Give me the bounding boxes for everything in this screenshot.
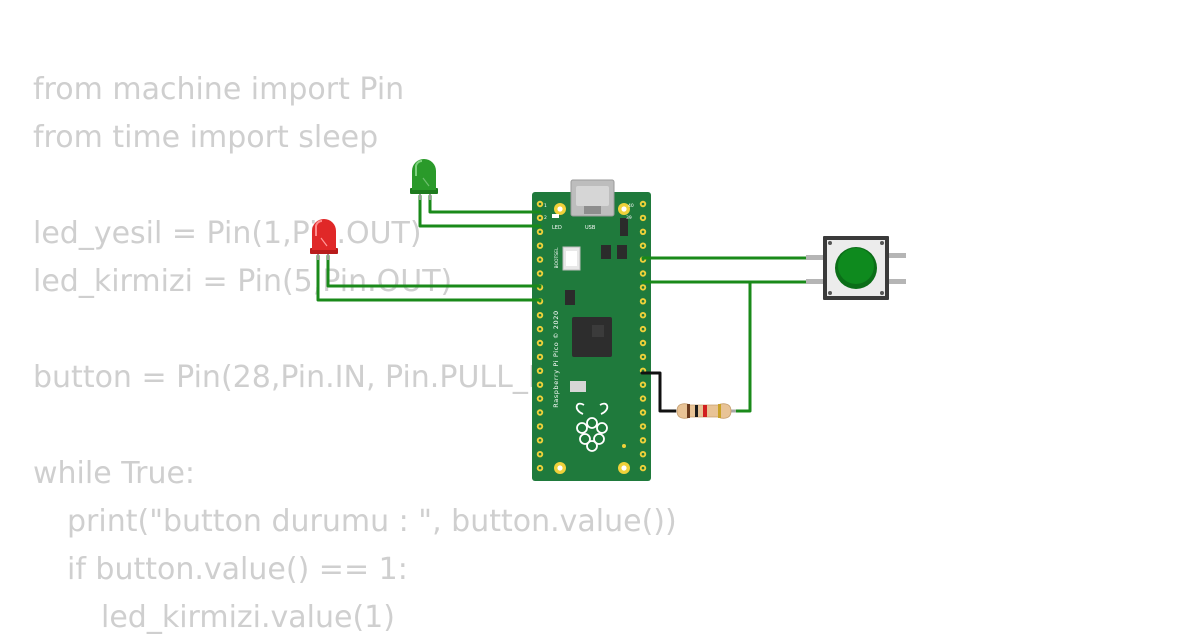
pin-hole <box>538 216 542 220</box>
usb-silkscreen: USB <box>585 225 596 231</box>
pin-hole <box>641 272 645 275</box>
pin-hole <box>538 466 542 470</box>
code-line-4: led_yesil = Pin(1,Pin.OUT) <box>33 216 422 251</box>
bootsel-silkscreen: BOOTSEL <box>554 247 560 269</box>
code-editor-background: from machine import Pin from time import … <box>33 66 677 642</box>
pin-hole <box>538 411 542 414</box>
pin-40-silkscreen: 40 <box>628 203 634 209</box>
pin-hole <box>538 202 542 206</box>
resistor[interactable] <box>676 403 736 419</box>
pin-1-silkscreen: 1 <box>544 203 547 209</box>
wire-resistor-to-button[interactable] <box>734 280 752 413</box>
pushbutton[interactable] <box>806 236 906 300</box>
usb-connector <box>570 179 615 217</box>
pin-hole <box>538 383 542 387</box>
pin-hole <box>641 216 645 220</box>
pin-hole <box>538 313 542 317</box>
pin-2-silkscreen: 2 <box>544 215 547 221</box>
code-line-10: print("button durumu : ", button.value()… <box>67 504 677 539</box>
pin-hole <box>641 230 645 234</box>
raspberry-logo-icon <box>575 402 609 452</box>
pin-hole <box>641 327 645 331</box>
pin-hole <box>641 202 645 206</box>
bootsel-button-cap <box>566 251 577 266</box>
wire-red-led-anode[interactable] <box>326 254 542 288</box>
pin-hole <box>641 383 645 387</box>
chip-small-3 <box>620 218 628 236</box>
code-line-12: led_kirmizi.value(1) <box>101 600 395 635</box>
pin-hole <box>641 341 645 345</box>
pin-hole <box>641 397 645 400</box>
pin-hole <box>641 286 645 289</box>
right-pin-header <box>639 200 647 472</box>
chip-small-2 <box>617 245 627 259</box>
pin-hole <box>641 411 645 414</box>
pin-hole <box>641 439 645 442</box>
pin-hole <box>538 230 542 234</box>
pin-hole <box>538 425 542 428</box>
pin-hole <box>641 452 645 456</box>
chip-small-4 <box>565 290 575 305</box>
pin-hole <box>641 244 645 247</box>
pin-hole <box>538 355 542 359</box>
pin-hole <box>538 369 542 373</box>
wire-resistor-to-gnd[interactable] <box>640 371 678 413</box>
code-line-11: if button.value() == 1: <box>67 552 408 587</box>
left-pin-header <box>536 200 544 472</box>
test-point <box>622 444 626 448</box>
code-line-1: from machine import Pin <box>33 72 405 107</box>
code-line-2: from time import sleep <box>33 120 379 155</box>
pin-hole <box>538 397 542 400</box>
onboard-led <box>552 214 559 218</box>
wire-green-led-cathode[interactable] <box>418 194 542 228</box>
pin-hole <box>538 452 542 456</box>
pin-hole <box>641 425 645 428</box>
pin-hole <box>538 272 542 275</box>
code-line-5: led_kirmizi = Pin(5,Pin.OUT) <box>33 264 453 299</box>
pin-hole <box>538 439 542 442</box>
pin-39-silkscreen: 39 <box>626 215 632 221</box>
code-line-9: while True: <box>33 456 196 491</box>
pin-hole <box>538 244 542 247</box>
pin-hole <box>538 327 542 331</box>
red-led[interactable] <box>310 219 338 260</box>
pin-hole <box>538 341 542 345</box>
raspberry-pi-pico-board[interactable]: Raspberry Pi Pico © 2020 BOOTSEL LED USB… <box>532 179 651 481</box>
pin-hole <box>641 355 645 359</box>
pin-hole <box>641 300 645 303</box>
mounting-holes <box>554 203 630 474</box>
brand-silkscreen: Raspberry Pi Pico © 2020 <box>552 310 560 408</box>
pin-hole <box>641 313 645 317</box>
pin-hole <box>641 466 645 470</box>
flash-pad <box>570 381 586 392</box>
pin-hole <box>538 258 542 261</box>
wire-red-led-cathode[interactable] <box>316 254 542 302</box>
rp2040-logo <box>592 325 604 337</box>
green-led[interactable] <box>410 159 438 200</box>
wire-green-led-anode[interactable] <box>428 194 542 214</box>
led-silkscreen: LED <box>552 225 562 231</box>
chip-small-1 <box>601 245 611 259</box>
pin-hole <box>641 369 645 373</box>
